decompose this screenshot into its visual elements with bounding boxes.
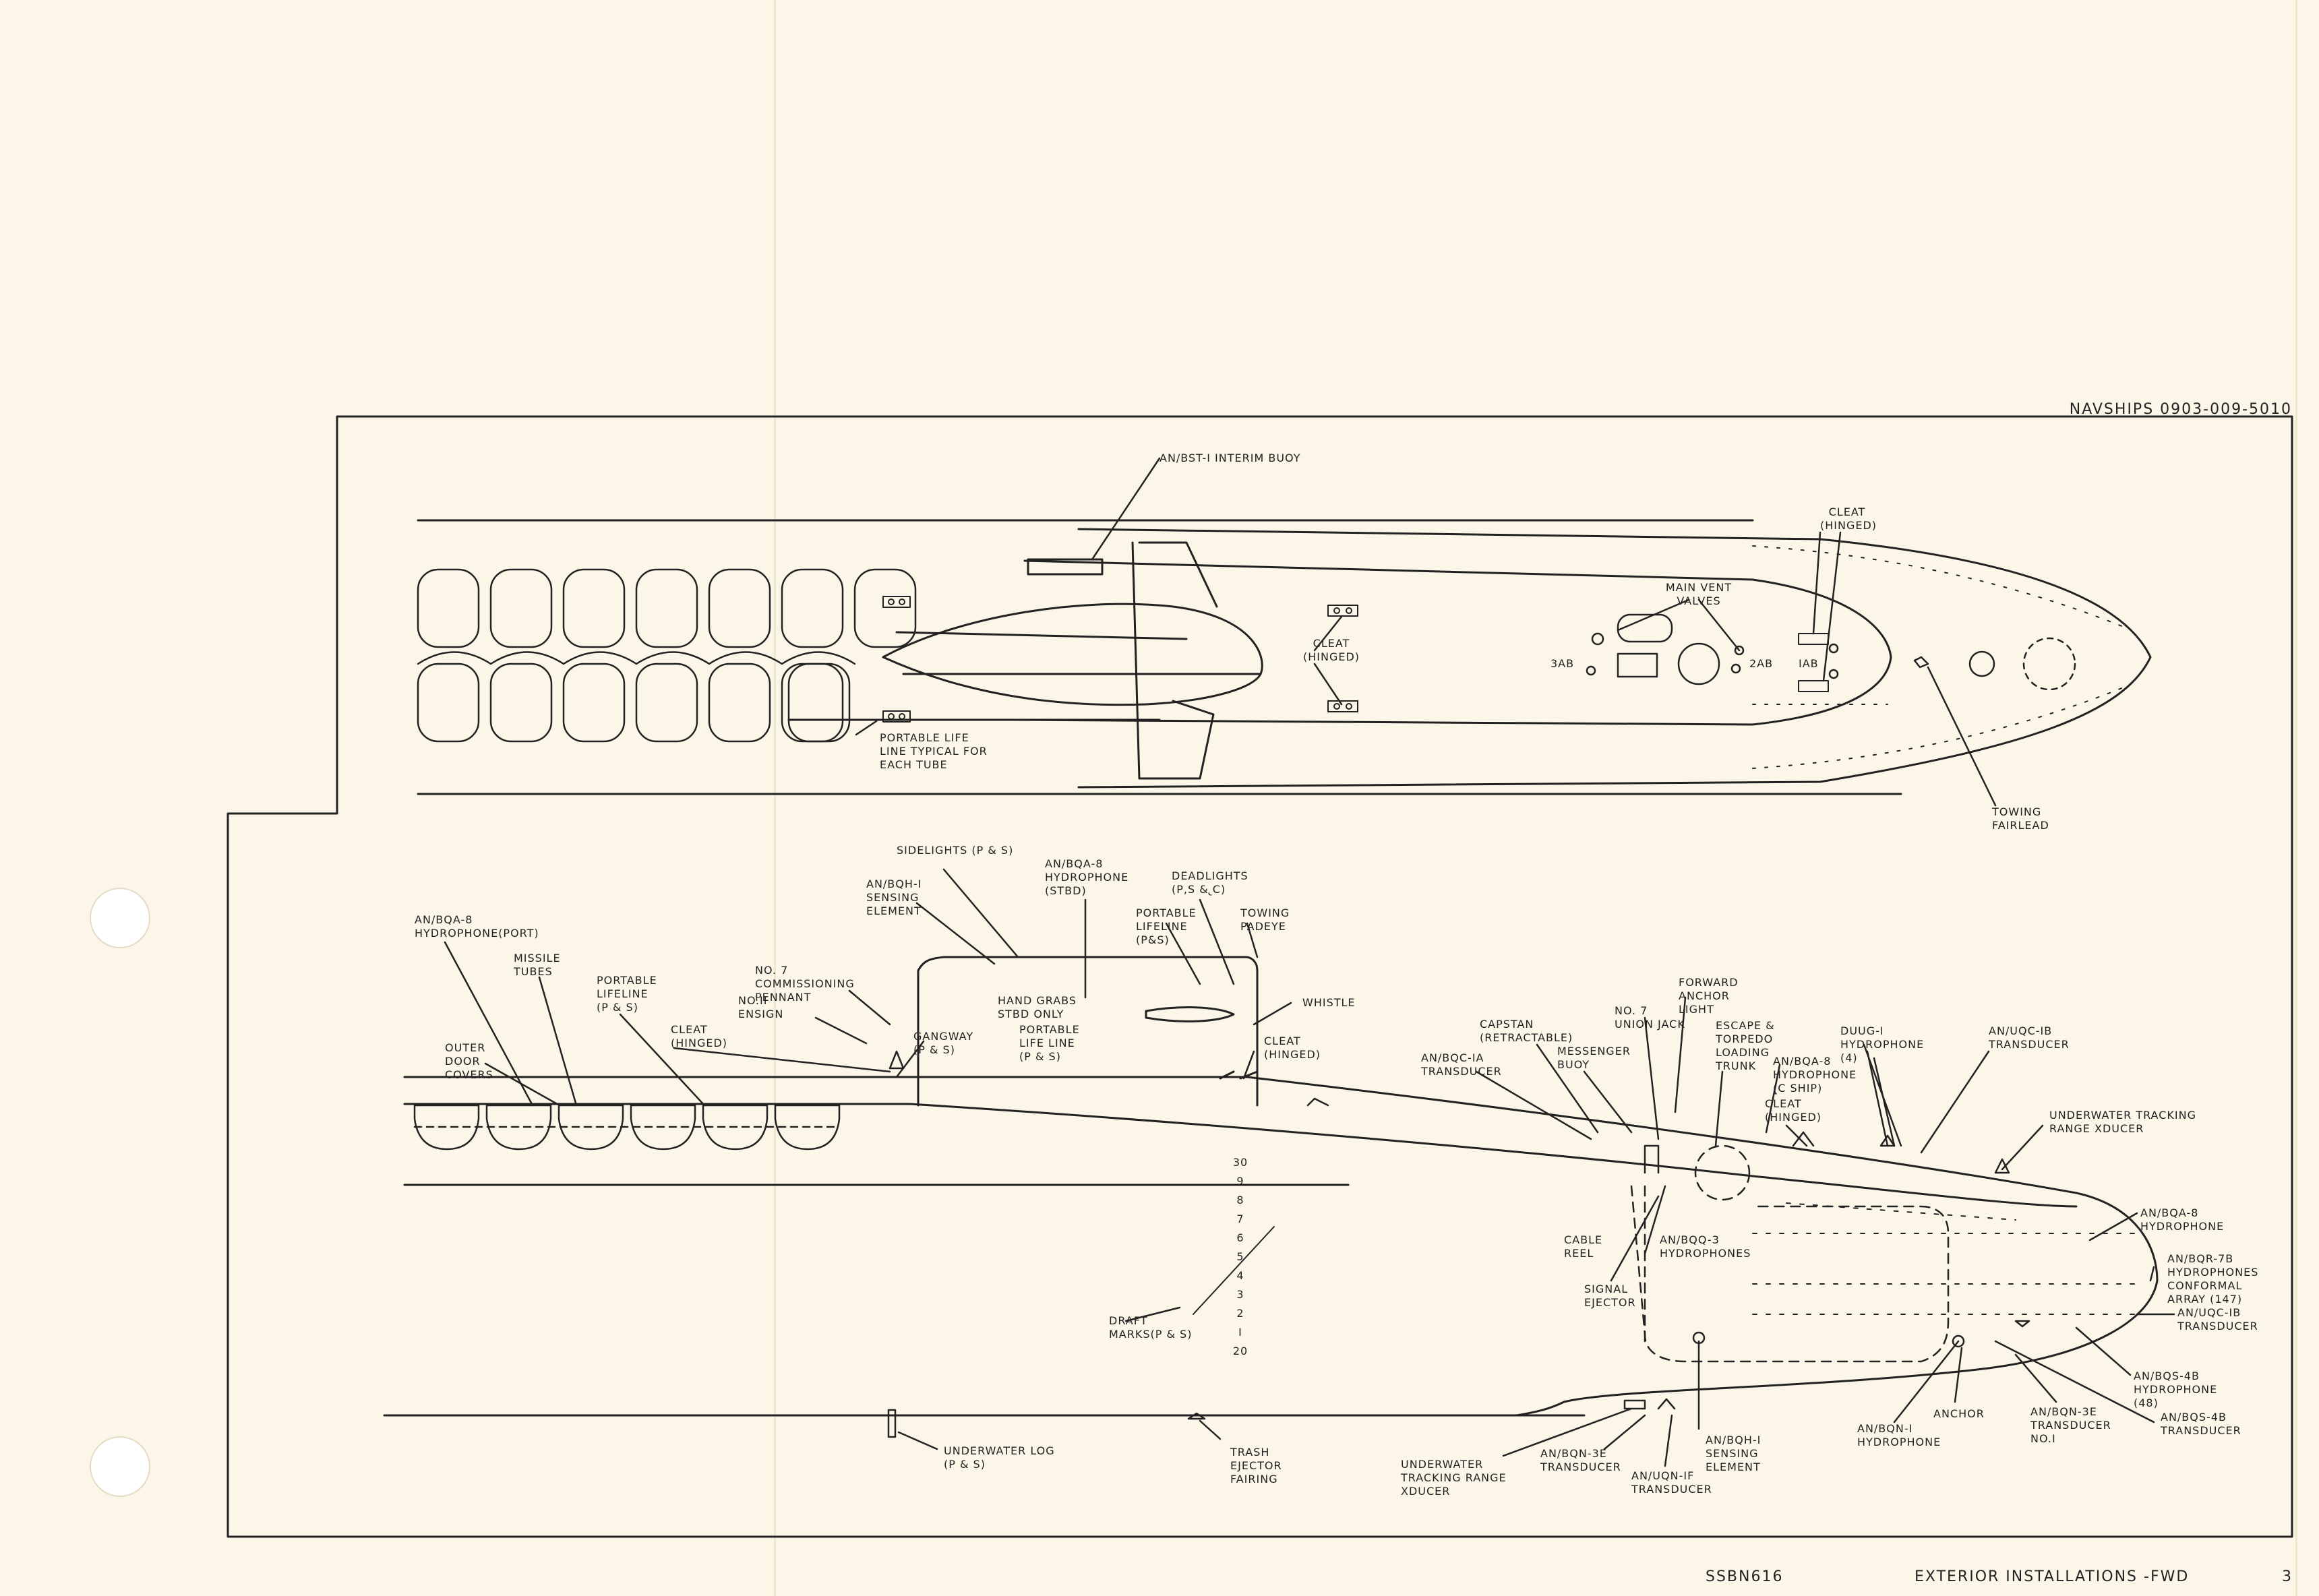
- internal-structures: [1630, 1144, 1950, 1363]
- fold-line: [2295, 0, 2297, 1596]
- hull-plan-outline: [1077, 528, 2152, 789]
- label-bqc1a: AN/BQC-IA TRANSDUCER: [1421, 1051, 1502, 1078]
- label-uqn1f: AN/UQN-IF TRANSDUCER: [1631, 1469, 1712, 1496]
- draft-number: 2: [1236, 1307, 1244, 1320]
- ship-designation: SSBN616: [1706, 1568, 1784, 1585]
- label-whistle: WHISTLE: [1302, 996, 1356, 1009]
- label-bqa8-port: AN/BQA-8 HYDROPHONE(PORT): [415, 913, 539, 940]
- label-duug1: DUUG-I HYDROPHONE (4): [1840, 1024, 1925, 1064]
- label-sidelights: SIDELIGHTS (P & S): [897, 844, 1014, 857]
- label-deadlights: DEADLIGHTS (P,S & ̢C): [1172, 869, 1248, 896]
- label-bqh1-sail: AN/BQH-I SENSING ELEMENT: [866, 878, 922, 917]
- sail-profile: [917, 956, 1259, 1107]
- label-gangway: GANGWAY (P & S): [913, 1030, 974, 1056]
- label-3ab: 3AB: [1550, 657, 1575, 670]
- label-underwater-log: UNDERWATER LOG (P & S): [944, 1444, 1055, 1471]
- page-number: 3: [2282, 1568, 2293, 1585]
- draft-number: 30: [1232, 1156, 1248, 1169]
- sail-plan: [882, 603, 1263, 706]
- label-bqa8-ship: AN/BQA-8 HYDROPHONE (̢C SHIP): [1773, 1055, 1857, 1095]
- label-cleat-fwd: CLEAT (HINGED): [1765, 1097, 1822, 1124]
- label-uqc1b-top: AN/UQC-IB TRANSDUCER: [1989, 1024, 2070, 1051]
- label-bqn3e-no1: AN/BQN-3E TRANSDUCER NO.I: [2030, 1405, 2111, 1445]
- label-bst-buoy: AN/BST-I INTERIM BUOY: [1160, 452, 1301, 464]
- label-bqh1-bottom: AN/BQH-I SENSING ELEMENT: [1706, 1434, 1761, 1473]
- label-signal-ejector: SIGNAL EJECTOR: [1584, 1283, 1636, 1309]
- draft-number: 6: [1236, 1231, 1244, 1244]
- label-no7-pennant: NO. 7 COMMISSIONING PENNANT: [755, 964, 855, 1004]
- label-messenger-buoy: MESSENGER BUOY: [1557, 1045, 1631, 1071]
- drawing-border: [227, 415, 2293, 1538]
- label-forward-anchor-light: FORWARD ANCHOR LIGHT: [1679, 976, 1739, 1016]
- draft-number: 20: [1232, 1345, 1248, 1357]
- draft-number: 9: [1236, 1175, 1244, 1188]
- bst-buoy-plan: [1027, 558, 1104, 576]
- label-bqn1: AN/BQN-I HYDROPHONE: [1857, 1422, 1941, 1448]
- document-number: NAVSHIPS 0903-009-5010: [2069, 401, 2292, 418]
- label-bqq3: AN/BQQ-3 HYDROPHONES: [1660, 1233, 1751, 1260]
- label-1ab: IAB: [1799, 657, 1819, 670]
- label-bqa8-stbd: AN/BQA-8 HYDROPHONE (STBD): [1045, 857, 1129, 897]
- label-cleat-mid: CLEAT (HINGED): [1302, 637, 1360, 663]
- profile-view: [383, 868, 2175, 1467]
- vent-hole-rows: [1752, 545, 2124, 769]
- label-portable-life-line-ps: PORTABLE LIFE LINE (P & S): [1019, 1023, 1080, 1063]
- label-main-vent-valves: MAIN VENT VALVES: [1665, 581, 1733, 607]
- fold-line: [774, 0, 776, 1596]
- draft-number: I: [1238, 1326, 1242, 1339]
- binder-hole: [90, 1436, 150, 1497]
- draft-number: 5: [1236, 1250, 1244, 1263]
- missile-tube-hatches: [417, 568, 917, 743]
- label-hand-grabs: HAND GRABS STBD ONLY: [998, 994, 1077, 1020]
- label-tracking-xducer-bottom: UNDERWATER TRACKING RANGE XDUCER: [1401, 1458, 1507, 1498]
- draft-number: 8: [1236, 1194, 1244, 1206]
- label-bqa8-fwd: AN/BQA-8 HYDROPHONE: [2140, 1206, 2225, 1233]
- plan-view: [417, 457, 2152, 807]
- hydrophone-rows: [1752, 1202, 2138, 1315]
- label-2ab: 2AB: [1749, 657, 1774, 670]
- outer-door-covers: [413, 1104, 841, 1150]
- fairwater-planes-plan: [1131, 541, 1218, 780]
- label-towing-padeye: TOWING PADEYE: [1240, 907, 1290, 933]
- label-portable-life-line-plan: PORTABLE LIFE LINE TYPICAL FOR EACH TUBE: [880, 731, 988, 771]
- label-cleat-sail: CLEAT (HINGED): [1264, 1035, 1321, 1061]
- main-vent-valves: [1586, 613, 2076, 691]
- label-no7-union-jack: NO. 7 UNION JACK: [1615, 1004, 1685, 1031]
- label-portable-lifeline-ps: PORTABLE LIFELINE (P & S): [597, 974, 657, 1014]
- label-cleat-bow: CLEAT (HINGED): [1820, 505, 1877, 532]
- label-draft-marks: DRAFT MARKS(P & S): [1109, 1314, 1193, 1341]
- label-missile-tubes: MISSILE TUBES: [514, 952, 561, 978]
- draft-number: 7: [1236, 1213, 1244, 1225]
- label-bqs4b-transducer: AN/BQS-4B TRANSDUCER: [2161, 1411, 2241, 1437]
- plan-leaders: [855, 457, 1997, 807]
- draft-mark-ticks: [1193, 1226, 1275, 1315]
- label-cleat-aft: CLEAT (HINGED): [671, 1023, 728, 1049]
- label-portable-lifeline-sail: PORTABLE LIFELINE (P&S): [1136, 907, 1197, 946]
- deck-plan-outline: [1010, 559, 1892, 726]
- binder-hole: [90, 888, 150, 948]
- fittings: [887, 1050, 2030, 1438]
- draft-number: 3: [1236, 1288, 1244, 1301]
- label-anchor: ANCHOR: [1933, 1407, 1985, 1420]
- label-escape-trunk: ESCAPE & TORPEDO LOADING TRUNK: [1716, 1019, 1775, 1072]
- label-towing-fairlead: TOWING FAIRLEAD: [1992, 805, 2049, 832]
- profile-leaders: [444, 868, 2175, 1467]
- label-capstan: CAPSTAN (RETRACTABLE): [1480, 1018, 1573, 1044]
- hull-profile-outline: [1246, 1076, 2159, 1417]
- label-bqr7b: AN/BQR-7B HYDROPHONES CONFORMAL ARRAY (1…: [2167, 1252, 2259, 1306]
- label-trash-ejector: TRASH EJECTOR FAIRING: [1230, 1446, 1282, 1485]
- sheet-title: EXTERIOR INSTALLATIONS -FWD: [1915, 1568, 2190, 1585]
- label-cable-reel: CABLE REEL: [1564, 1233, 1603, 1260]
- label-outer-door-covers: OUTER DOOR COVERS: [445, 1041, 493, 1081]
- label-no11-ensign: NO.II ENSIGN: [738, 994, 784, 1020]
- label-bqs4b-hydrophone: AN/BQS-4B HYDROPHONE (48): [2134, 1370, 2218, 1409]
- label-uqc1b-bottom: AN/UQC-IB TRANSDUCER: [2177, 1306, 2258, 1332]
- label-bqn3e: AN/BQN-3E TRANSDUCER: [1540, 1447, 1621, 1473]
- label-tracking-xducer-top: UNDERWATER TRACKING RANGE XDUCER: [2049, 1109, 2196, 1135]
- draft-number: 4: [1236, 1269, 1244, 1282]
